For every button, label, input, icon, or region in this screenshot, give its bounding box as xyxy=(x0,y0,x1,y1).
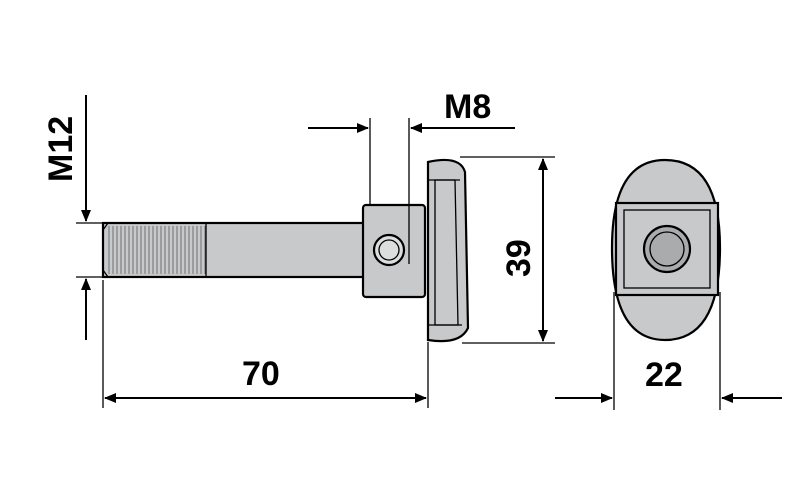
bolt-side-view xyxy=(101,158,470,343)
bolt-head xyxy=(426,158,470,343)
bolt-thread xyxy=(106,226,206,274)
dim-22: 22 xyxy=(555,292,782,410)
bolt-front-view xyxy=(610,158,722,342)
dim-22-label: 22 xyxy=(645,356,683,394)
dim-m8-label: M8 xyxy=(444,88,491,126)
dim-39: 39 xyxy=(460,156,555,344)
dim-70-label: 70 xyxy=(242,355,280,393)
dim-m8: M8 xyxy=(308,88,515,264)
front-bore xyxy=(642,224,692,274)
dim-70: 70 xyxy=(102,280,429,408)
dim-39-label: 39 xyxy=(500,239,538,277)
dim-m12: M12 xyxy=(42,95,103,340)
dim-m12-label: M12 xyxy=(42,116,80,182)
